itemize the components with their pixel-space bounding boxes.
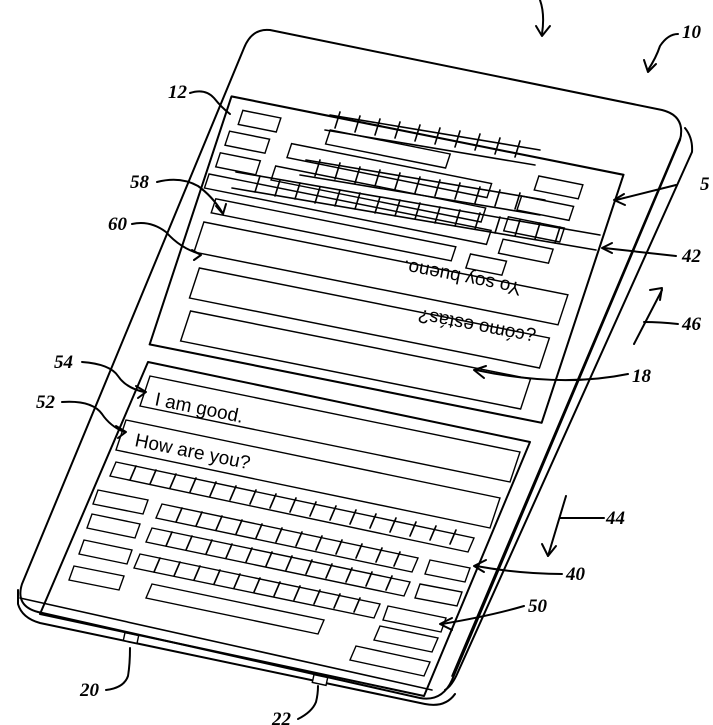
device-body xyxy=(17,28,694,706)
top-keyboard xyxy=(203,109,584,277)
bottom-reply-field xyxy=(139,375,521,483)
bottom-question-field xyxy=(115,419,501,529)
ref-label-12: 12 xyxy=(168,82,188,103)
ref-label-46: 46 xyxy=(681,314,702,335)
ref-label-60: 60 xyxy=(108,214,128,235)
ref-label-58: 58 xyxy=(130,172,150,193)
connector-port-22 xyxy=(311,673,329,687)
leader-lines xyxy=(61,0,679,720)
ref-label-42: 42 xyxy=(681,246,702,267)
ref-label-40: 40 xyxy=(565,564,586,585)
ref-label-50: 50 xyxy=(528,596,548,617)
ref-label-52: 52 xyxy=(36,392,56,413)
top-key-grid xyxy=(231,111,601,251)
bottom-screen-panel xyxy=(39,361,531,697)
top-question-field xyxy=(188,267,551,369)
bottom-key-grid xyxy=(129,465,457,613)
ref-label-20: 20 xyxy=(79,680,100,701)
ref-label-22: 22 xyxy=(271,709,292,725)
ref-label-5: 5 xyxy=(700,174,710,195)
top-reply-field xyxy=(193,221,569,326)
ref-label-10: 10 xyxy=(682,22,702,43)
top-extra-field xyxy=(179,310,532,410)
ref-label-44: 44 xyxy=(605,508,625,529)
ref-label-54: 54 xyxy=(54,352,73,373)
reference-numerals: 10 12 58 60 5 42 46 18 54 52 44 40 50 20… xyxy=(36,22,710,725)
top-screen-panel xyxy=(148,95,625,424)
ref-label-18: 18 xyxy=(632,366,652,387)
